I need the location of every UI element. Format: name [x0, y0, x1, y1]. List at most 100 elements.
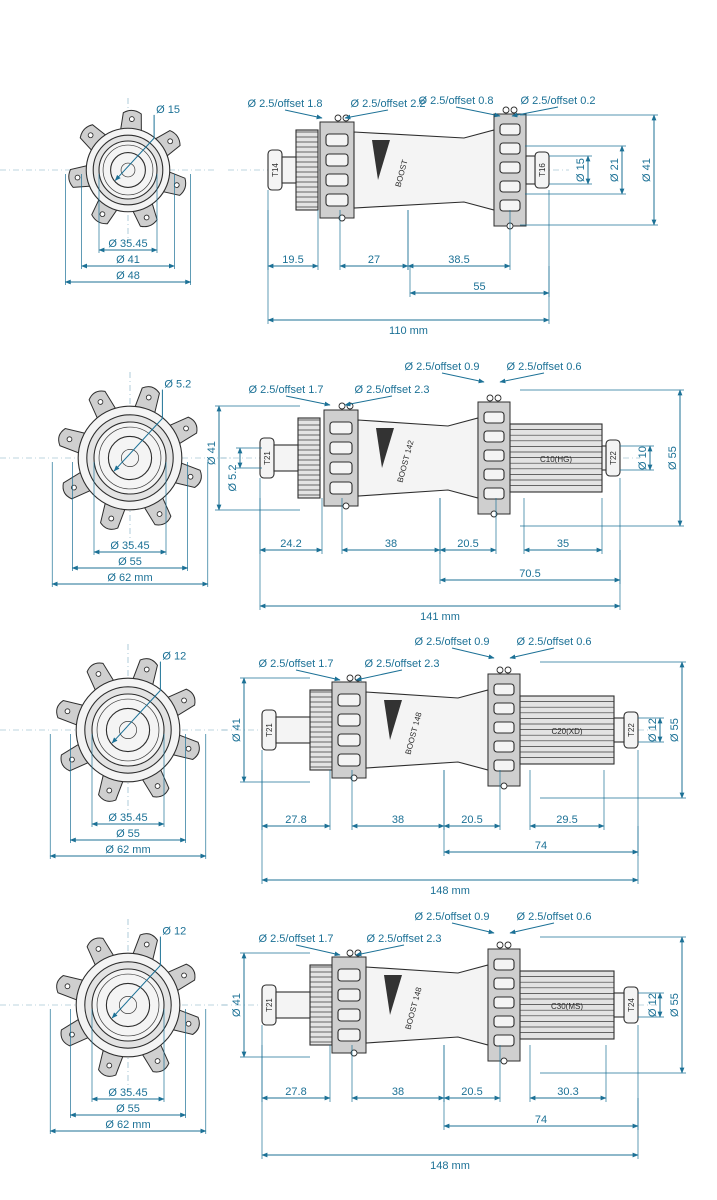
- spoke-hole-label: Ø 2.5/offset 2.3: [354, 384, 429, 396]
- spoke-hole-leader: [509, 922, 555, 935]
- spoke-hole-leader: [455, 106, 501, 118]
- spoke-hole: [143, 941, 150, 948]
- right-diameter-label: Ø 21: [609, 158, 621, 182]
- spoke-hole: [156, 511, 163, 517]
- front-diameter-label: Ø 62 mm: [105, 844, 150, 856]
- axle-stub: [613, 717, 625, 743]
- front-diameter-label: Ø 35.45: [108, 238, 147, 250]
- end-cap-left-label: T21: [265, 998, 274, 1012]
- spoke-hole: [64, 708, 71, 715]
- length-label: 38.5: [448, 254, 469, 266]
- flange-tooth: [499, 199, 521, 212]
- flange-tooth: [499, 161, 521, 174]
- spoke-hole-leader: [451, 922, 495, 935]
- flange-tooth: [337, 753, 361, 767]
- front-view-4: Ø 12Ø 35.45Ø 55Ø 62 mm: [0, 919, 230, 1134]
- length-label: 38: [392, 814, 404, 826]
- front-diameter-label: Ø 55: [118, 556, 142, 568]
- spoke-hole: [106, 787, 113, 794]
- spoke-hole-label: Ø 2.5/offset 1.7: [258, 933, 333, 945]
- spoke-hole: [354, 949, 362, 957]
- front-view-3: Ø 12Ø 35.45Ø 55Ø 62 mm: [0, 644, 230, 859]
- spoke-hole: [500, 782, 508, 790]
- right-diameter-label: Ø 10: [637, 446, 649, 470]
- length-label: 74: [535, 1114, 547, 1126]
- spoke-hole-label: Ø 2.5/offset 0.6: [516, 636, 591, 648]
- spoke-hole: [95, 946, 102, 952]
- flange-tooth: [493, 1015, 515, 1028]
- length-label: 20.5: [461, 1086, 482, 1098]
- axle-center: [119, 996, 137, 1014]
- right-diameter-label: Ø 12: [647, 993, 659, 1017]
- flange-tooth: [493, 958, 515, 971]
- spoke-hole: [494, 394, 502, 402]
- flange-tooth: [499, 123, 521, 136]
- bearing-ring: [98, 426, 162, 490]
- flange-tooth: [325, 133, 349, 147]
- hub-shell: [365, 689, 489, 771]
- spoke-hole-label: Ø 2.5/offset 0.9: [414, 911, 489, 923]
- spoke-hole-label: Ø 2.5/offset 0.9: [404, 361, 479, 373]
- spoke-hole: [143, 214, 150, 221]
- hub-shell: [357, 417, 479, 499]
- axle-center: [119, 721, 137, 739]
- axle-bore: [105, 982, 151, 1028]
- flange-tooth: [337, 988, 361, 1002]
- axle-bore: [107, 435, 153, 481]
- flange-tooth: [493, 702, 515, 715]
- front-diameter-label: Ø 35.45: [108, 1087, 147, 1099]
- spoke-hole-label: Ø 2.5/offset 0.2: [520, 95, 595, 107]
- spoke-hole-label: Ø 2.5/offset 2.3: [366, 933, 441, 945]
- axle-bore: [105, 707, 151, 753]
- spoke-hole-leader: [295, 669, 341, 682]
- length-label: 19.5: [282, 254, 303, 266]
- spoke-hole-leader: [441, 372, 485, 384]
- spoke-hole-label: Ø 2.5/offset 2.3: [364, 658, 439, 670]
- spoke-hole-leader: [355, 669, 403, 682]
- flange-tooth: [329, 421, 353, 435]
- spoke-hole-leader: [509, 647, 555, 660]
- right-diameter-label: Ø 55: [669, 993, 681, 1017]
- axle-stub: [273, 444, 299, 472]
- spoke-hole-label: Ø 2.5/offset 0.6: [516, 911, 591, 923]
- front-diameter-label: Ø 41: [116, 254, 140, 266]
- length-label: 38: [385, 538, 397, 550]
- axle-leader: [114, 137, 155, 181]
- front-diameter-label: Ø 62 mm: [107, 572, 152, 584]
- spoke-hole-label: Ø 2.5/offset 0.8: [418, 95, 493, 107]
- flange-tooth: [483, 430, 505, 443]
- front-diameter-label: Ø 62 mm: [105, 1119, 150, 1131]
- flange-tooth: [483, 487, 505, 500]
- flange-tooth: [483, 449, 505, 462]
- spoke-hole: [350, 774, 358, 782]
- axle-bore: [110, 152, 146, 188]
- bearing-ring: [96, 698, 160, 762]
- spoke-hole: [71, 484, 77, 491]
- spoke-hole: [129, 116, 135, 122]
- spoke-hole: [69, 1031, 75, 1038]
- front-diameter-label: Ø 55: [116, 1103, 140, 1115]
- flange-tooth: [329, 461, 353, 475]
- length-label: 35: [557, 538, 569, 550]
- spoke-hole: [500, 1057, 508, 1065]
- axle-leader: [111, 690, 161, 744]
- length-label: 74: [535, 840, 547, 852]
- flange-tooth: [337, 968, 361, 982]
- spoke-hole: [504, 666, 512, 674]
- flange-tooth: [337, 713, 361, 727]
- spoke-hole-label: Ø 2.5/offset 1.8: [247, 98, 322, 110]
- spoke-hole-leader: [284, 109, 323, 120]
- end-cap-right-label: T24: [627, 998, 636, 1012]
- axle-leader: [111, 965, 161, 1019]
- spoke-hole: [99, 211, 106, 218]
- spoke-hole: [185, 745, 192, 752]
- flange-tooth: [499, 142, 521, 155]
- spoke-hole-label: Ø 2.5/offset 0.6: [506, 361, 581, 373]
- bearing-ring: [102, 144, 154, 196]
- spoke-hole-leader: [499, 372, 545, 384]
- flange-tooth: [337, 733, 361, 747]
- spoke-hole: [346, 674, 354, 682]
